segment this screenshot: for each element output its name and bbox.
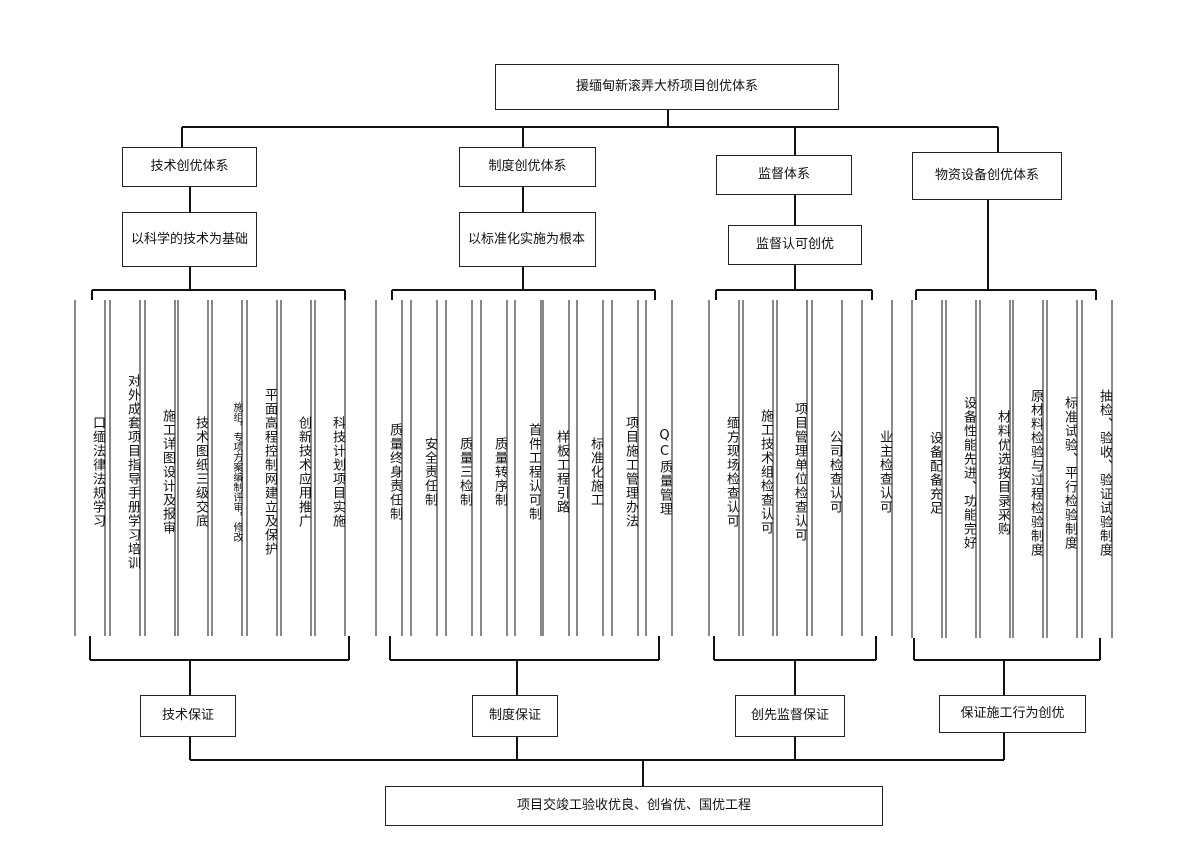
item-column: 施组，专项方案编制评审，修改 (231, 402, 242, 542)
item-column: 创新技术应用推广 (296, 416, 311, 528)
basis-supervision: 监督认可创优 (728, 225, 862, 265)
root-box: 援缅甸新滚弄大桥项目创优体系 (495, 64, 839, 110)
item-column: 施工详图设计及报审 (160, 409, 175, 535)
branch-title-system: 制度创优体系 (459, 147, 596, 187)
item-column: 安全责任制 (422, 437, 437, 507)
item-column: 设备性能先进、功能完好 (961, 396, 976, 550)
guarantee-technical: 技术保证 (140, 695, 236, 737)
item-column: 平面高程控制网建立及保护 (262, 388, 277, 556)
item-column: 技术图纸三级交底 (193, 416, 208, 528)
basis-system: 以标准化实施为根本 (459, 212, 596, 267)
item-column: 对外成套项目指导手册学习培训 (125, 374, 140, 570)
guarantee-supervision: 创先监督保证 (735, 695, 845, 737)
item-column: 施工技术组检查认可 (758, 409, 773, 535)
item-column: 标准试验、平行检验制度 (1062, 396, 1077, 550)
basis-technical: 以科学的技术为基础 (122, 212, 257, 267)
item-column: 首件工程认可制 (526, 423, 541, 521)
item-column: QC质量管理 (657, 428, 672, 516)
item-column: 公司检查认可 (827, 430, 842, 514)
guarantee-materials: 保证施工行为创优 (939, 695, 1086, 733)
branch-title-technical: 技术创优体系 (122, 147, 257, 187)
item-column: 样板工程引路 (554, 430, 569, 514)
branch-title-materials: 物资设备创优体系 (912, 152, 1062, 200)
item-column: 缅方现场检查认可 (724, 416, 739, 528)
item-column: 业主检查认可 (877, 430, 892, 514)
branch-title-supervision: 监督体系 (716, 155, 852, 195)
item-column: 原材料检验与过程检验制度 (1028, 389, 1043, 557)
item-column: 项目施工管理办法 (623, 416, 638, 528)
item-column: 标准化施工 (588, 437, 603, 507)
item-column: 质量转序制 (492, 437, 507, 507)
item-column: 科技计划项目实施 (330, 416, 345, 528)
item-column: 项目管理单位检查认可 (792, 402, 807, 542)
item-column: 抽检、验收、验证试验制度 (1097, 389, 1112, 557)
final-outcome-box: 项目交竣工验收优良、创省优、国优工程 (385, 786, 883, 826)
item-column: 质量终身责任制 (387, 423, 402, 521)
item-column: 材料优选按目录采购 (995, 410, 1010, 536)
guarantee-system: 制度保证 (472, 695, 558, 737)
item-column: 口缅法律法规学习 (90, 416, 105, 528)
item-column: 设备配备充足 (927, 431, 942, 515)
item-column: 质量三检制 (457, 437, 472, 507)
